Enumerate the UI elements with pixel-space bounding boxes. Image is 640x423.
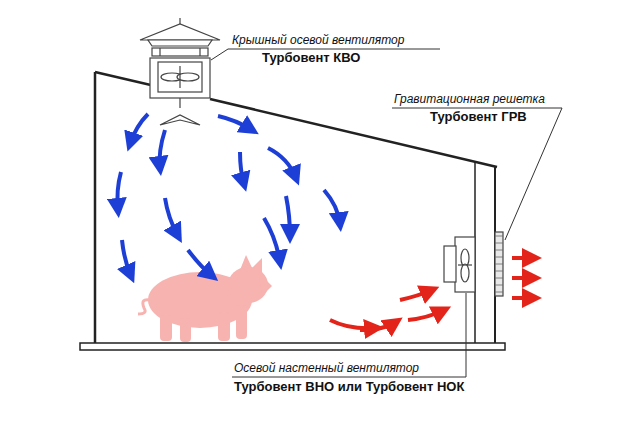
grille-slat bbox=[495, 292, 503, 293]
grille-slats bbox=[495, 236, 503, 292]
roof-fan bbox=[140, 18, 220, 125]
grille-slat bbox=[495, 271, 503, 272]
grille-model: Турбовент ГРВ bbox=[430, 110, 527, 124]
fresh-air-arrows bbox=[117, 114, 340, 276]
fan-name: Крышный осевой вентилятор bbox=[232, 33, 404, 47]
leader-lines bbox=[211, 49, 562, 377]
wall-fan bbox=[444, 232, 503, 296]
exhaust-air-arrows bbox=[330, 258, 534, 330]
grille-name: Гравитационная решетка bbox=[394, 92, 545, 106]
grille-slat bbox=[495, 257, 503, 258]
fan-name: Осевой настенный вентилятор bbox=[234, 361, 419, 375]
grille-slat bbox=[495, 285, 503, 286]
grille-slat bbox=[495, 236, 503, 237]
grille-slat bbox=[495, 250, 503, 251]
fan-model: Турбовент КВО bbox=[262, 51, 360, 65]
grille-slat bbox=[495, 243, 503, 244]
grille-slat bbox=[495, 264, 503, 265]
grille-slat bbox=[495, 278, 503, 279]
fan-model: Турбовент ВНО или Турбовент НОК bbox=[234, 380, 464, 394]
